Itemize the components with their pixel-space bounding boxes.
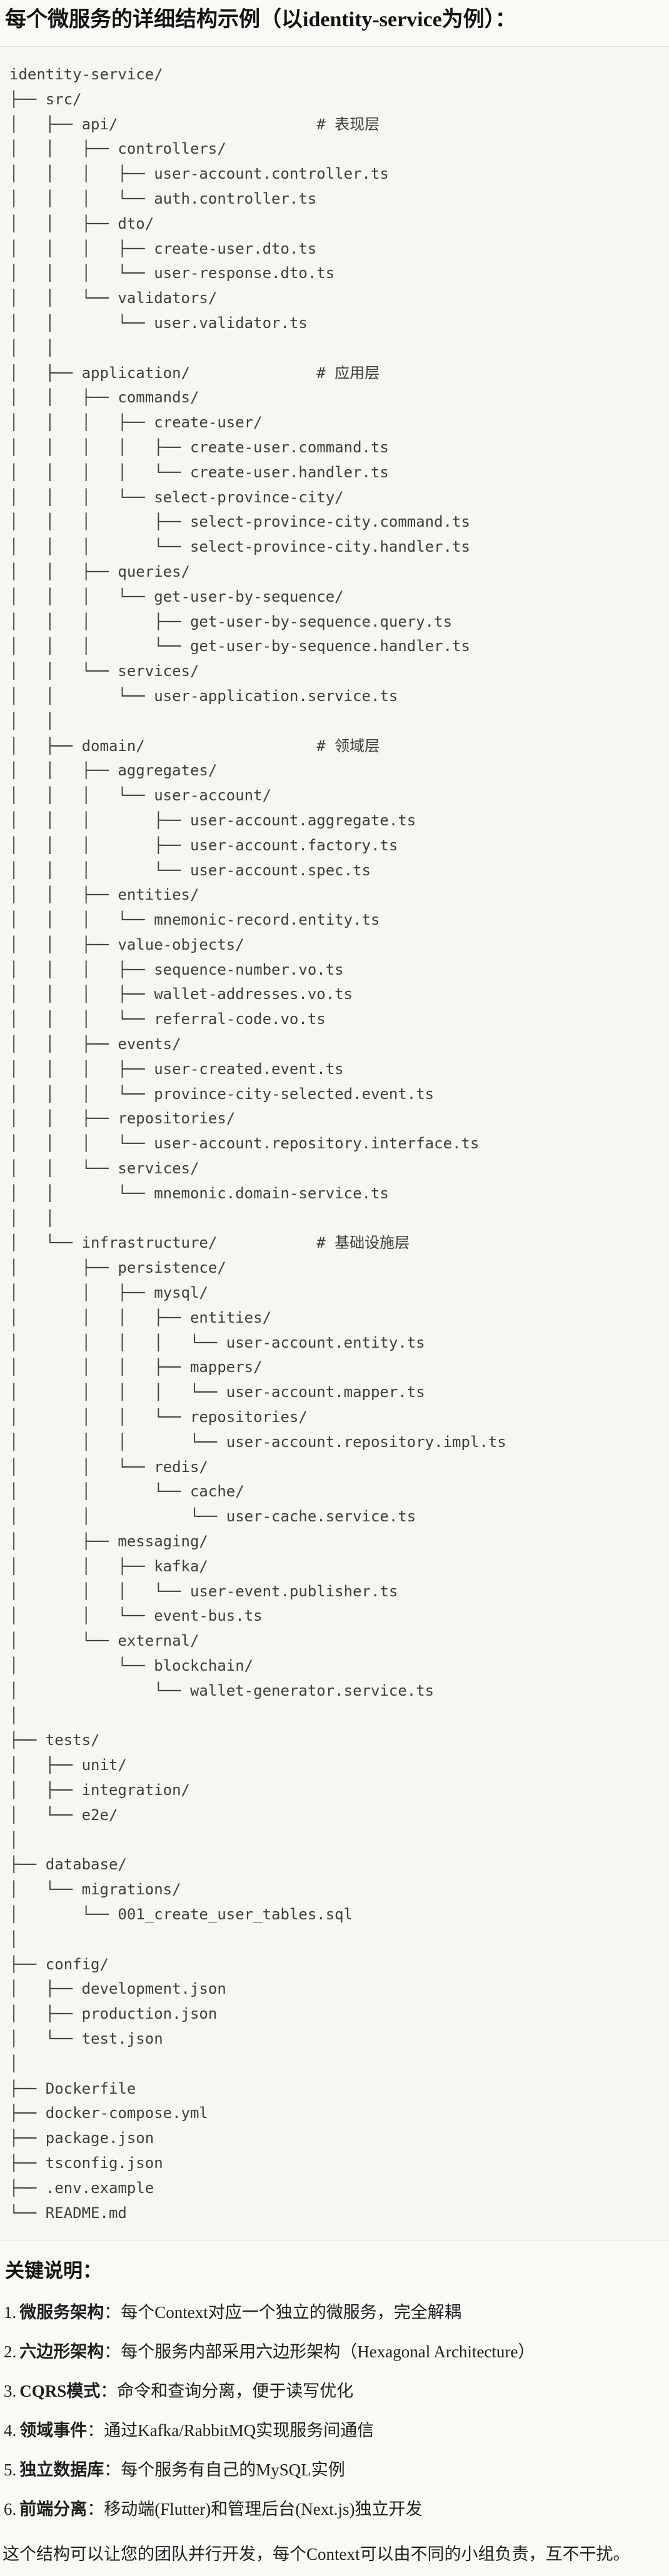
note-item-6: 6.前端分离：移动端(Flutter)和管理后台(Next.js)独立开发: [4, 2497, 669, 2522]
note-text: ：每个服务内部采用六边形架构（Hexagonal Architecture）: [104, 2342, 535, 2362]
note-item-2: 2.六边形架构：每个服务内部采用六边形架构（Hexagonal Architec…: [4, 2339, 669, 2364]
note-text: ：命令和查询分离，便于读写优化: [100, 2382, 354, 2401]
note-term: 领域事件: [19, 2421, 88, 2440]
note-term: 独立数据库: [19, 2460, 104, 2480]
note-number: 6.: [4, 2500, 17, 2519]
notes-title: 关键说明：: [5, 2260, 102, 2282]
note-number: 4.: [4, 2421, 17, 2440]
note-term: CQRS模式: [19, 2382, 101, 2401]
note-number: 1.: [4, 2303, 17, 2322]
directory-tree: identity-service/ ├── src/ │ ├── api/ # …: [9, 66, 506, 2222]
notes-list: 1.微服务架构：每个Context对应一个独立的微服务，完全解耦 2.六边形架构…: [0, 2300, 669, 2522]
note-number: 5.: [4, 2460, 17, 2480]
note-text: ：移动端(Flutter)和管理后台(Next.js)独立开发: [87, 2500, 423, 2519]
note-item-1: 1.微服务架构：每个Context对应一个独立的微服务，完全解耦: [4, 2300, 669, 2325]
note-number: 3.: [4, 2382, 17, 2401]
page-title: 每个微服务的详细结构示例（以identity-service为例）：: [5, 8, 516, 31]
note-number: 2.: [4, 2342, 17, 2362]
note-term: 前端分离: [19, 2500, 88, 2519]
note-text: ：通过Kafka/RabbitMQ实现服务间通信: [87, 2421, 375, 2440]
note-term: 微服务架构: [19, 2303, 104, 2322]
note-item-3: 3.CQRS模式：命令和查询分离，便于读写优化: [4, 2379, 669, 2404]
note-item-5: 5.独立数据库：每个服务有自己的MySQL实例: [4, 2457, 669, 2482]
note-item-4: 4.领域事件：通过Kafka/RabbitMQ实现服务间通信: [4, 2418, 669, 2443]
note-text: ：每个Context对应一个独立的微服务，完全解耦: [104, 2303, 461, 2322]
directory-tree-block: identity-service/ ├── src/ │ ├── api/ # …: [0, 46, 669, 2242]
note-term: 六边形架构: [19, 2342, 104, 2362]
note-text: ：每个服务有自己的MySQL实例: [104, 2460, 345, 2480]
closing-paragraph: 这个结构可以让您的团队并行开发，每个Context可以由不同的小组负责，互不干扰…: [3, 2545, 630, 2564]
